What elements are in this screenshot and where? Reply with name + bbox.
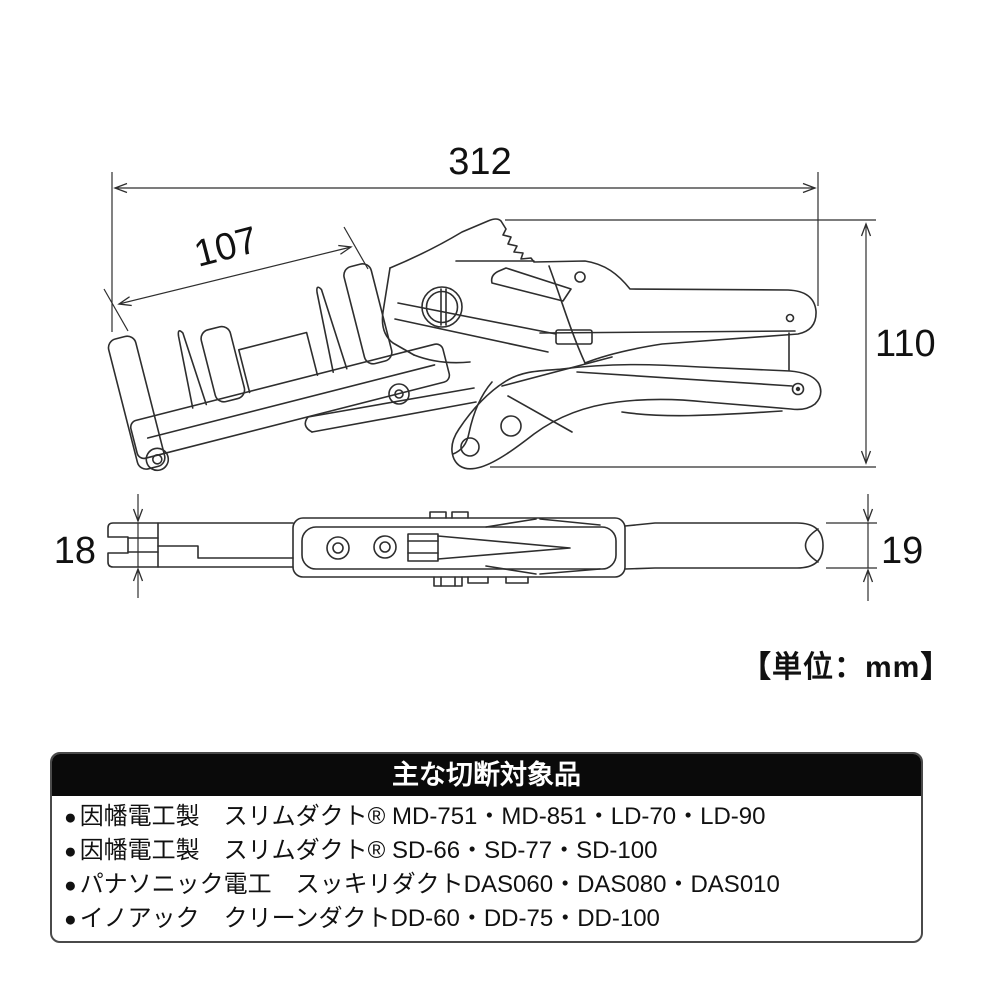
table-row: ●イノアック クリーンダクトDD-60・DD-75・DD-100: [64, 902, 921, 936]
lower-handle: [451, 332, 822, 470]
table-body: ●因幡電工製 スリムダクト® MD-751・MD-851・LD-70・LD-90…: [52, 796, 921, 941]
dim-label-overall-length: 312: [448, 141, 511, 183]
bullet-icon: ●: [64, 874, 77, 897]
bullet-icon: ●: [64, 806, 77, 829]
dim-label-head-thickness: 18: [54, 530, 96, 572]
duct-guide-comb: [107, 263, 451, 472]
table-row: ●因幡電工製 スリムダクト® MD-751・MD-851・LD-70・LD-90: [64, 800, 921, 834]
dimension-110: 110: [490, 219, 936, 468]
table-row: ●パナソニック電工 スッキリダクトDAS060・DAS080・DAS010: [64, 868, 921, 902]
table-row-text: 因幡電工製 スリムダクト® SD-66・SD-77・SD-100: [79, 837, 658, 864]
table-row: ●因幡電工製 スリムダクト® SD-66・SD-77・SD-100: [64, 834, 921, 868]
table-header: 主な切断対象品: [52, 754, 921, 796]
table-row-text: 因幡電工製 スリムダクト® MD-751・MD-851・LD-70・LD-90: [79, 803, 766, 830]
dimension-18: 18: [54, 494, 144, 598]
guide-support-bar: [304, 383, 477, 433]
dim-label-guide-length: 107: [190, 219, 262, 276]
dim-label-overall-height: 110: [875, 323, 936, 365]
dim-label-handle-thickness: 19: [881, 530, 923, 572]
bottom-view: [107, 511, 824, 587]
table-row-text: パナソニック電工 スッキリダクトDAS060・DAS080・DAS010: [79, 871, 780, 898]
dimension-19: 19: [826, 494, 923, 601]
table-row-text: イノアック クリーンダクトDD-60・DD-75・DD-100: [79, 905, 660, 932]
dimension-312: 312: [111, 141, 819, 332]
unit-note: 【単位：mm】: [741, 651, 952, 684]
body-and-upper-handle: [381, 218, 817, 364]
cutting-targets-table: 主な切断対象品 ●因幡電工製 スリムダクト® MD-751・MD-851・LD-…: [50, 752, 923, 943]
side-view: [107, 218, 822, 472]
bullet-icon: ●: [64, 840, 77, 863]
bullet-icon: ●: [64, 908, 77, 931]
dimension-107: 107: [103, 219, 369, 332]
